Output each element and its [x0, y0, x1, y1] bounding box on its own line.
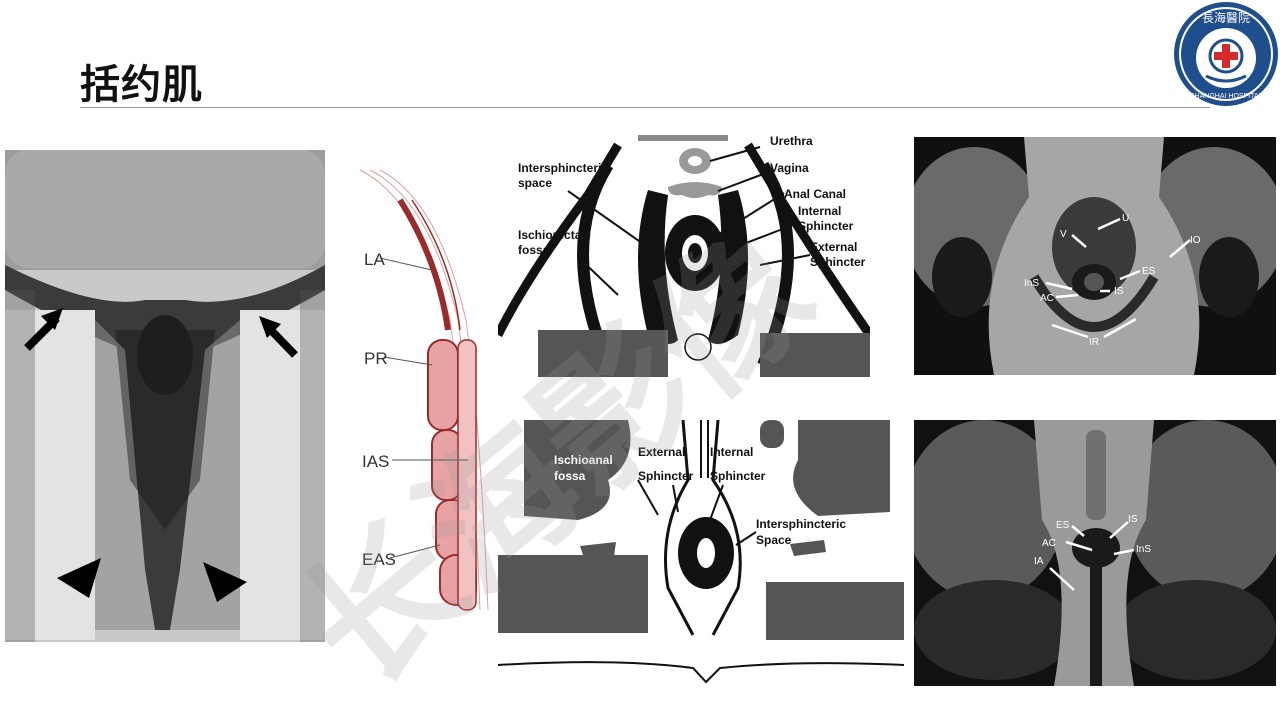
label-eas: EAS — [362, 550, 396, 569]
lower-axial-mri: ES IS AC InS IA — [914, 420, 1276, 686]
mri1-label-es: ES — [1142, 266, 1156, 277]
mri1-label-ir: IR — [1089, 337, 1099, 348]
label-internal-sphincter-2: Sphincter — [798, 219, 854, 233]
label-internal-2: Sphincter — [710, 469, 766, 483]
logo-top-text: 長海醫院 — [1202, 10, 1250, 25]
mri2-label-is: IS — [1128, 514, 1138, 525]
mri1-label-u: U — [1122, 213, 1129, 224]
title-divider — [80, 107, 1210, 108]
sagittal-illustration: LA PR IAS EAS — [340, 160, 500, 620]
label-pr: PR — [364, 349, 388, 368]
mri2-label-ins: InS — [1136, 544, 1151, 555]
mri2-label-ia: IA — [1034, 556, 1044, 567]
label-intersphincteric-2: space — [518, 176, 552, 190]
right-arrow-icon — [259, 316, 298, 358]
upper-sphincter-diagram: Urethra Vagina Anal Canal Internal Sphin… — [498, 135, 870, 377]
mri1-label-ins: InS — [1024, 278, 1039, 289]
label-external-1: External — [638, 445, 685, 459]
slide-title: 括约肌 — [80, 62, 203, 108]
label-internal-1: Internal — [710, 445, 753, 459]
label-lower-intersphincteric-2: Space — [756, 533, 792, 547]
label-internal-sphincter-1: Internal — [798, 204, 841, 218]
label-anal-canal: Anal Canal — [784, 187, 846, 201]
mri1-label-is: IS — [1114, 286, 1124, 297]
label-ias: IAS — [362, 452, 389, 471]
label-intersphincteric-1: Intersphincteric — [518, 161, 608, 175]
left-arrow-icon — [24, 308, 63, 351]
label-lower-intersphincteric-1: Intersphincteric — [756, 517, 846, 531]
label-ischioanal-1: Ischioanal — [554, 453, 613, 467]
lower-sphincter-diagram: Ischioanal fossa External Sphincter Inte… — [498, 420, 904, 688]
coronal-mri-image — [5, 150, 325, 642]
label-ischioanal-2: fossa — [554, 469, 586, 483]
label-urethra: Urethra — [770, 135, 813, 148]
mri1-label-v: V — [1060, 229, 1067, 240]
mri1-label-io: IO — [1190, 235, 1201, 246]
label-external-2: Sphincter — [638, 469, 694, 483]
mri1-label-ac: AC — [1040, 293, 1054, 304]
mri2-label-es: ES — [1056, 520, 1070, 531]
label-ischiorectal-2: fossa — [518, 243, 550, 257]
label-external-sphincter-1: External — [810, 240, 857, 254]
upper-axial-mri: U V IO ES InS IS AC IR — [914, 137, 1276, 375]
hospital-logo: 長海醫院 CHANGHAI HOSPITAL — [1172, 0, 1280, 108]
logo-ring-text: CHANGHAI HOSPITAL — [1190, 93, 1263, 100]
right-arrowhead-icon — [203, 562, 247, 602]
label-vagina: Vagina — [770, 161, 809, 175]
label-ischiorectal-1: Ischiorectal — [518, 228, 585, 242]
mri2-label-ac: AC — [1042, 538, 1056, 549]
label-external-sphincter-2: Sphincter — [810, 255, 866, 269]
left-arrowhead-icon — [57, 558, 101, 598]
label-la: LA — [364, 250, 385, 269]
